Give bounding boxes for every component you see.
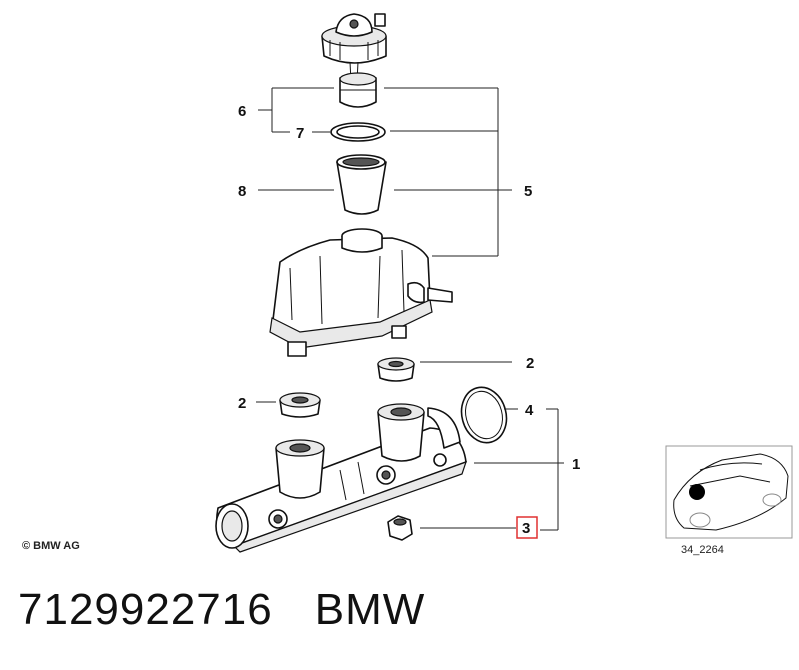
part-5-reservoir <box>269 228 453 357</box>
component-location-marker <box>689 484 705 500</box>
leader-lines <box>256 87 564 531</box>
part-2-grommet-left <box>279 392 321 418</box>
vehicle-locator-thumbnail <box>665 445 793 539</box>
callout-2-right: 2 <box>526 355 534 372</box>
callout-5: 5 <box>524 183 532 200</box>
part-caption: 7129922716 BMW <box>18 585 425 635</box>
part-7-seal-ring <box>330 122 386 142</box>
part-3-nut <box>387 515 413 541</box>
part-1-master-cylinder <box>215 403 467 553</box>
callout-2-left: 2 <box>238 395 246 412</box>
callout-7: 7 <box>296 125 304 142</box>
exploded-parts-diagram: 6 7 8 5 2 2 4 1 3 <box>215 13 793 553</box>
callout-3: 3 <box>522 520 530 537</box>
callout-3-highlight <box>516 516 538 539</box>
part-8-strainer <box>336 154 387 215</box>
part-4-o-ring <box>460 386 508 444</box>
callout-labels: 6 7 8 5 2 2 4 1 3 <box>238 103 580 539</box>
diagram-reference-code: 34_2264 <box>681 544 724 556</box>
part-6-float <box>339 72 377 108</box>
callout-1: 1 <box>572 456 580 473</box>
callout-6: 6 <box>238 103 246 120</box>
part-number: 7129922716 <box>18 585 273 634</box>
reservoir-cap <box>321 13 387 83</box>
copyright-label: © BMW AG <box>22 540 80 552</box>
callout-8: 8 <box>238 183 246 200</box>
brand-name: BMW <box>314 585 426 634</box>
callout-4: 4 <box>525 402 534 419</box>
part-2-grommet-right <box>377 357 415 382</box>
